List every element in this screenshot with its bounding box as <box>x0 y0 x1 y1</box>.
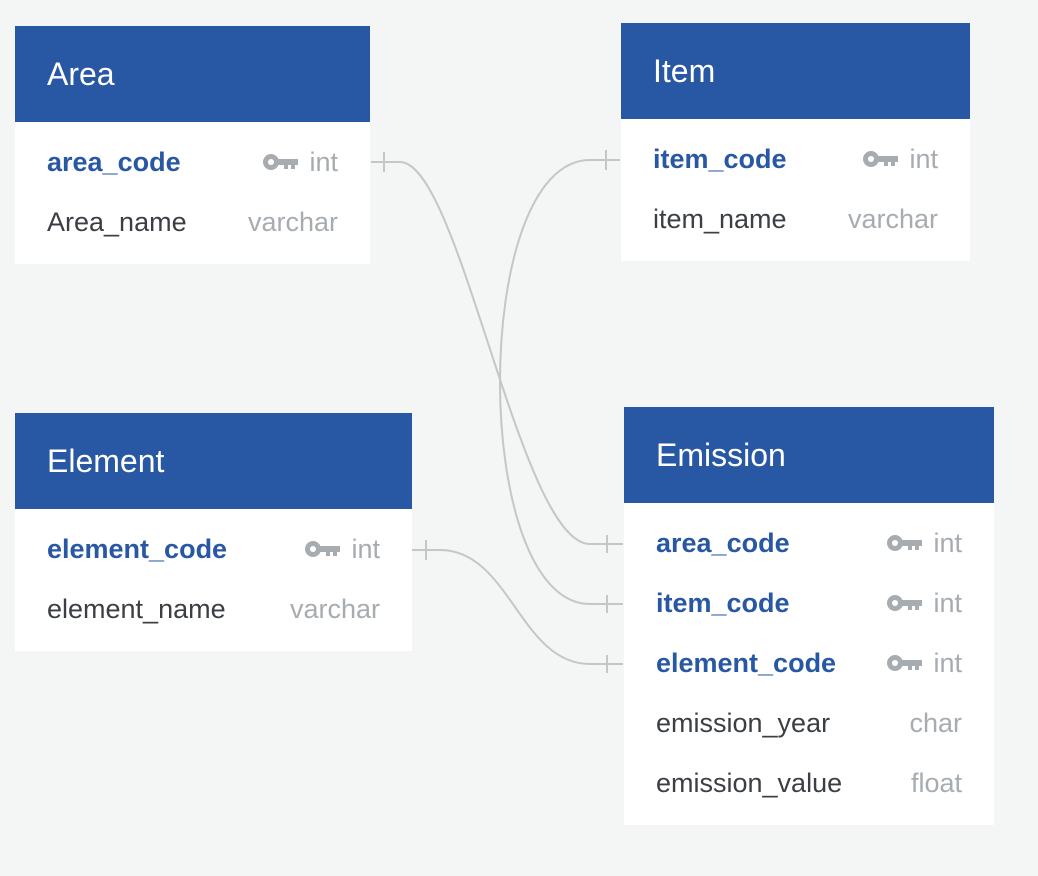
field-row[interactable]: emission_value float <box>624 753 994 813</box>
field-type: varchar <box>847 204 938 234</box>
field-type: int <box>933 588 962 618</box>
field-type: varchar <box>247 207 338 237</box>
field-row[interactable]: emission_year char <box>624 693 994 753</box>
connector-line <box>412 549 623 665</box>
field-row[interactable]: item_code int <box>624 573 994 633</box>
field-name: element_code <box>656 648 837 678</box>
field-row[interactable]: item_code int <box>621 129 970 189</box>
field-type: char <box>909 708 962 738</box>
field-type: int <box>909 144 938 174</box>
field-type: int <box>351 534 380 564</box>
field-type: int <box>933 648 962 678</box>
table-title[interactable]: Emission <box>624 407 994 503</box>
field-name: area_code <box>656 528 790 558</box>
table-item[interactable]: Item item_code int item_name varchar <box>621 23 970 261</box>
key-icon <box>305 541 340 557</box>
field-type: int <box>933 528 962 558</box>
table-title[interactable]: Item <box>621 23 970 119</box>
key-icon <box>887 535 922 551</box>
table-element[interactable]: Element element_code int element_name va… <box>15 413 412 651</box>
table-area[interactable]: Area area_code int Area_name varchar <box>15 26 370 264</box>
field-name: Area_name <box>47 207 187 237</box>
table-emission[interactable]: Emission area_code int item_code int ele <box>624 407 994 825</box>
field-row[interactable]: area_code int <box>624 513 994 573</box>
relationship-element-emission <box>412 540 623 673</box>
relationship-item-emission <box>499 150 623 613</box>
field-name: element_name <box>47 594 226 624</box>
field-type: int <box>309 147 338 177</box>
field-row[interactable]: area_code int <box>15 132 370 192</box>
field-name: item_name <box>653 204 787 234</box>
field-row[interactable]: element_name varchar <box>15 579 412 639</box>
field-name: element_code <box>47 534 228 564</box>
field-row[interactable]: Area_name varchar <box>15 192 370 252</box>
field-type: float <box>910 768 962 798</box>
key-icon <box>863 151 898 167</box>
field-name: area_code <box>47 147 181 177</box>
table-title[interactable]: Element <box>15 413 412 509</box>
field-row[interactable]: element_code int <box>15 519 412 579</box>
field-type: varchar <box>289 594 380 624</box>
table-title[interactable]: Area <box>15 26 370 122</box>
connector-line <box>499 159 623 605</box>
field-name: item_code <box>653 144 787 174</box>
field-name: emission_year <box>656 708 831 738</box>
key-icon <box>887 595 922 611</box>
field-row[interactable]: element_code int <box>624 633 994 693</box>
field-name: emission_value <box>656 768 843 798</box>
field-name: item_code <box>656 588 790 618</box>
key-icon <box>887 655 922 671</box>
key-icon <box>263 154 298 170</box>
field-row[interactable]: item_name varchar <box>621 189 970 249</box>
